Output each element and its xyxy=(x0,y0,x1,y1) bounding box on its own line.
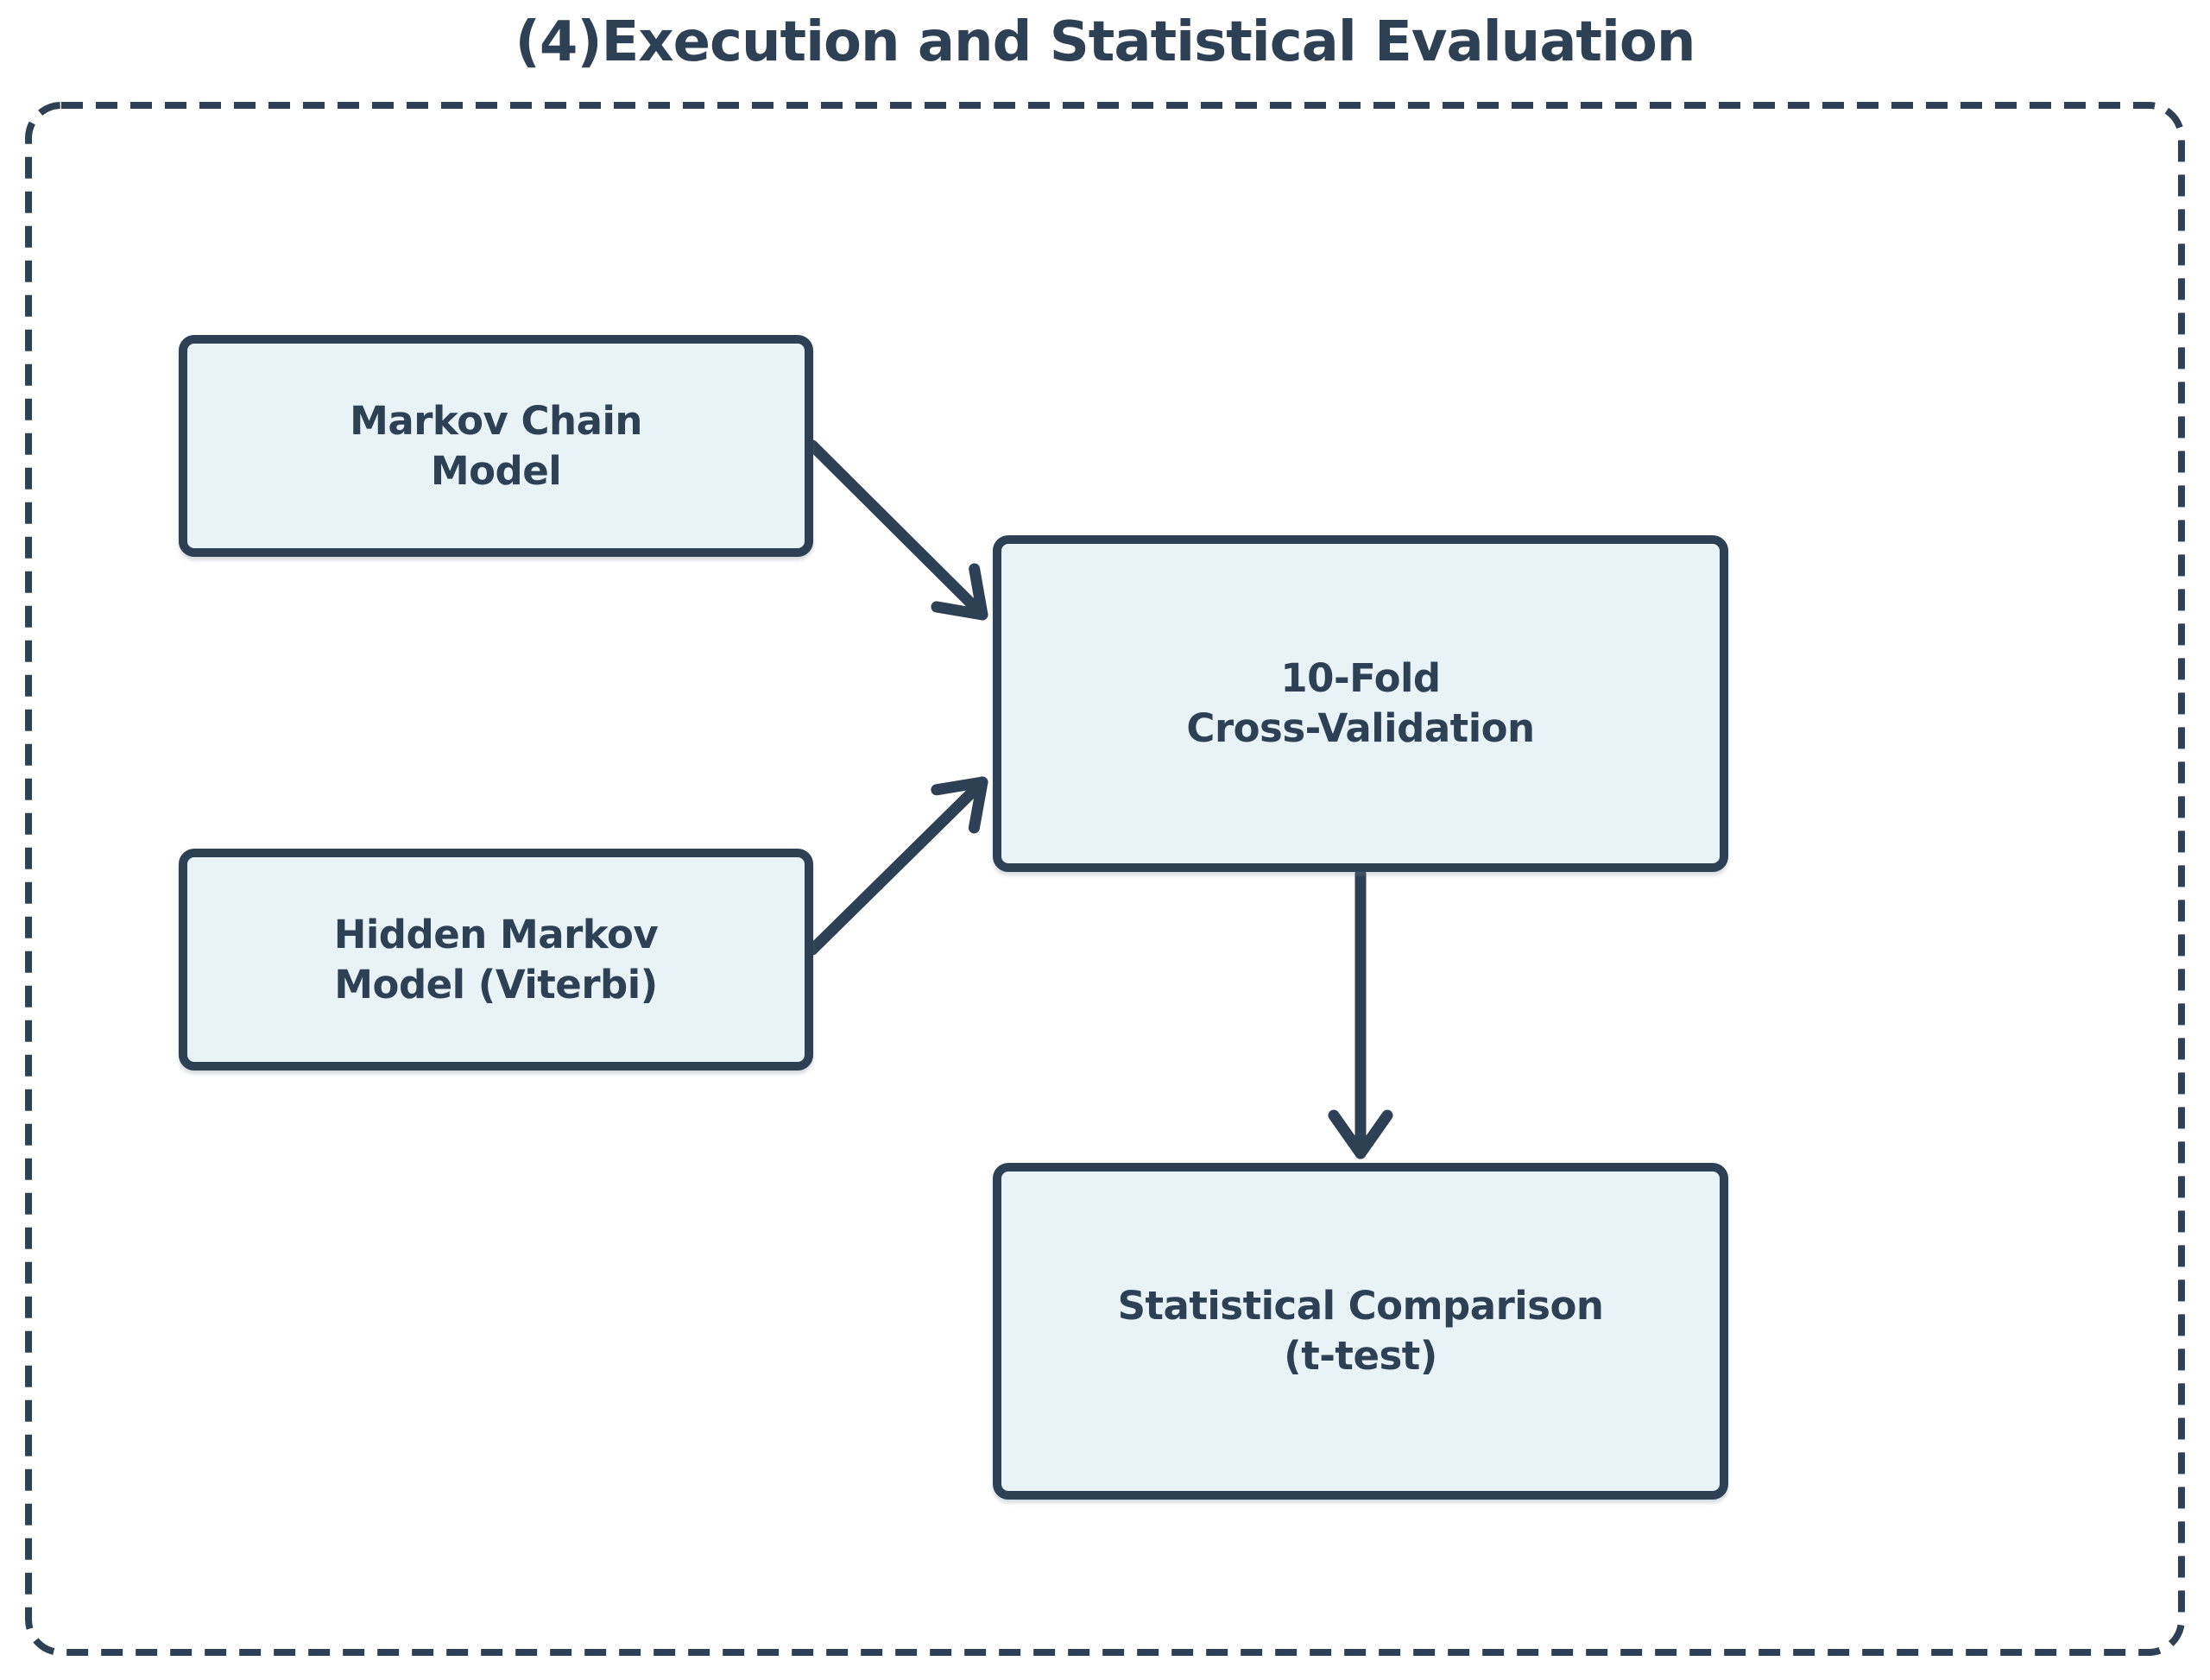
dashed-frame xyxy=(25,102,2185,1656)
node-markov-chain-model: Markov Chain Model xyxy=(179,335,813,557)
node-statistical-comparison: Statistical Comparison (t-test) xyxy=(993,1163,1728,1500)
edge-markov-to-crossval xyxy=(806,439,988,621)
node-10-fold-cross-validation: 10-Fold Cross-Validation xyxy=(993,535,1728,872)
edge-hmm-to-crossval xyxy=(806,776,988,956)
diagram-title: (4)Execution and Statistical Evaluation xyxy=(515,10,1696,74)
node-hidden-markov-model: Hidden Markov Model (Viterbi) xyxy=(179,849,813,1071)
